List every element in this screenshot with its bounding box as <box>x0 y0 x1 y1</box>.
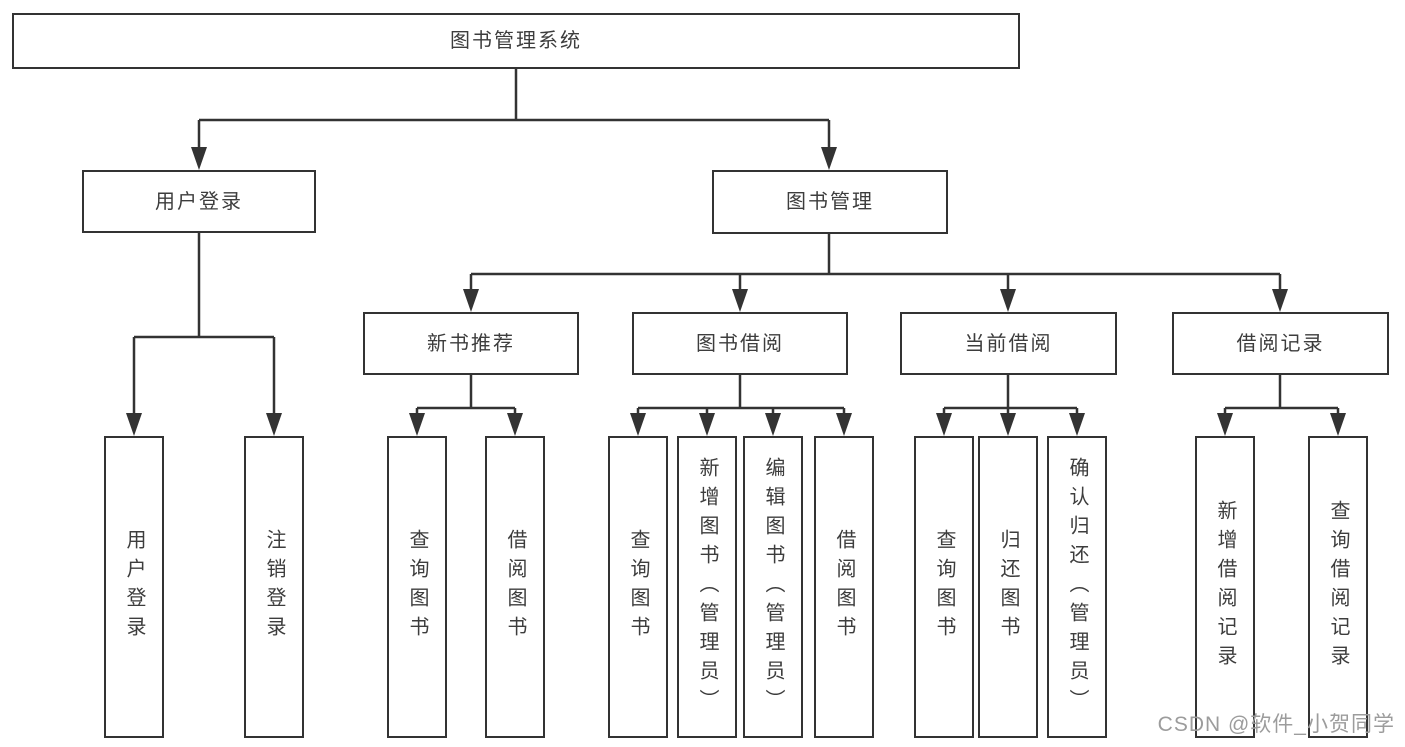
node-leaf-logout-label: 注销登录 <box>263 529 285 645</box>
node-leaf-confirm-return-admin: 确认归还（管理员） <box>1047 436 1107 738</box>
node-leaf-return-book-label: 归还图书 <box>997 529 1019 645</box>
node-leaf-user-login-label: 用户登录 <box>123 529 145 645</box>
node-leaf-search-books-current-label: 查询图书 <box>933 529 955 645</box>
node-leaf-edit-book-admin: 编辑图书（管理员） <box>743 436 803 738</box>
node-leaf-query-borrow-record: 查询借阅记录 <box>1308 436 1368 738</box>
node-leaf-add-borrow-record: 新增借阅记录 <box>1195 436 1255 738</box>
node-leaf-search-books-borrowing: 查询图书 <box>608 436 668 738</box>
node-leaf-borrow-books-borrowing: 借阅图书 <box>814 436 874 738</box>
node-user-login: 用户登录 <box>82 170 316 233</box>
node-borrow-records-label: 借阅记录 <box>1236 332 1325 355</box>
node-book-borrowing: 图书借阅 <box>632 312 848 375</box>
node-leaf-search-books-borrowing-label: 查询图书 <box>627 529 649 645</box>
node-user-login-label: 用户登录 <box>155 190 243 213</box>
node-current-borrowing-label: 当前借阅 <box>964 332 1053 355</box>
node-leaf-borrow-books-recommend: 借阅图书 <box>485 436 545 738</box>
node-current-borrowing: 当前借阅 <box>900 312 1117 375</box>
node-leaf-confirm-return-admin-label: 确认归还（管理员） <box>1066 456 1088 718</box>
node-leaf-logout: 注销登录 <box>244 436 304 738</box>
node-leaf-search-books-recommend: 查询图书 <box>387 436 447 738</box>
node-leaf-search-books-current: 查询图书 <box>914 436 974 738</box>
node-book-management-label: 图书管理 <box>786 191 874 213</box>
node-leaf-edit-book-admin-label: 编辑图书（管理员） <box>762 456 784 718</box>
arrowheads <box>126 147 1346 436</box>
node-new-book-recommend: 新书推荐 <box>363 312 579 375</box>
node-leaf-query-borrow-record-label: 查询借阅记录 <box>1327 500 1349 674</box>
node-leaf-add-book-admin-label: 新增图书（管理员） <box>696 456 718 718</box>
node-root: 图书管理系统 <box>12 13 1020 69</box>
node-new-book-recommend-label: 新书推荐 <box>427 332 515 355</box>
node-leaf-add-book-admin: 新增图书（管理员） <box>677 436 737 738</box>
node-leaf-borrow-books-recommend-label: 借阅图书 <box>504 529 526 645</box>
node-leaf-add-borrow-record-label: 新增借阅记录 <box>1214 500 1236 674</box>
node-root-label: 图书管理系统 <box>450 30 582 52</box>
node-book-borrowing-label: 图书借阅 <box>696 332 784 355</box>
node-leaf-borrow-books-borrowing-label: 借阅图书 <box>833 529 855 645</box>
node-borrow-records: 借阅记录 <box>1172 312 1389 375</box>
node-leaf-user-login: 用户登录 <box>104 436 164 738</box>
node-leaf-search-books-recommend-label: 查询图书 <box>406 529 428 645</box>
node-leaf-return-book: 归还图书 <box>978 436 1038 738</box>
node-book-management: 图书管理 <box>712 170 948 234</box>
